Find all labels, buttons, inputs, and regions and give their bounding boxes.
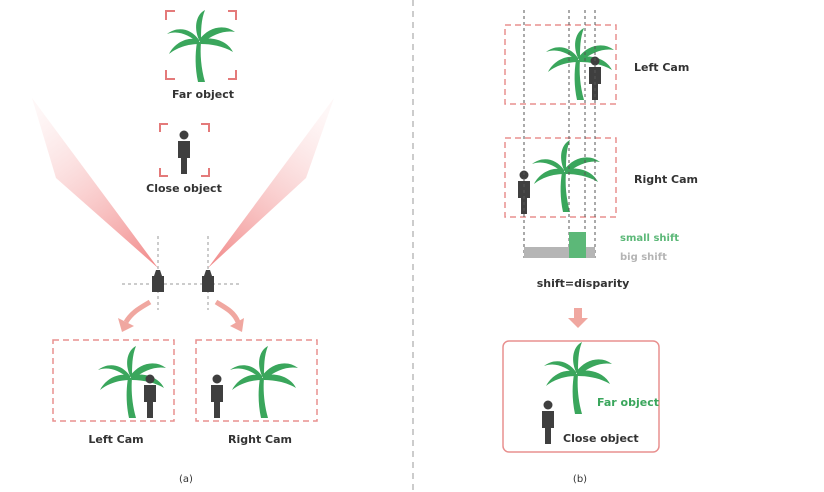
close-object-label-b: Close object (563, 432, 639, 445)
shift-disparity-label: shift=disparity (537, 277, 630, 290)
small-shift-label: small shift (620, 233, 679, 244)
palm-tree-icon (98, 346, 166, 418)
left-cam-image-frame (504, 24, 617, 105)
palm-tree-icon (532, 140, 600, 212)
right-cam-label-b: Right Cam (634, 173, 698, 186)
person-icon (542, 400, 554, 444)
palm-tree-icon (546, 28, 614, 100)
panel-a: Far object Close object Left Cam R (32, 10, 334, 485)
right-cam-view-frame (195, 339, 318, 422)
palm-tree-icon (230, 346, 298, 418)
left-cam-label: Left Cam (88, 433, 143, 446)
arrow-down-icon (568, 308, 588, 328)
depth-result-frame (502, 340, 660, 453)
left-cam-view-frame (52, 339, 175, 422)
left-camera-icon (152, 270, 164, 292)
far-object-label-b: Far object (597, 396, 659, 409)
small-shift-bar (569, 232, 586, 258)
arrow-to-right-view-icon (214, 299, 241, 324)
panel-b: Left Cam Right Cam small shift big shift… (502, 10, 698, 485)
alignment-guides (523, 10, 596, 258)
palm-tree-icon (167, 10, 235, 82)
left-cam-label-b: Left Cam (634, 61, 689, 74)
far-object-bracket (165, 10, 237, 80)
big-shift-label: big shift (620, 252, 667, 263)
right-camera-icon (202, 270, 214, 292)
big-shift-bar (524, 247, 595, 258)
right-camera-beam (208, 98, 334, 268)
close-object-bracket (159, 123, 210, 177)
right-cam-label: Right Cam (228, 433, 292, 446)
panel-b-caption: (b) (573, 474, 587, 485)
close-object-label: Close object (146, 182, 222, 195)
person-icon (211, 374, 223, 418)
person-icon (178, 130, 190, 174)
right-cam-image-frame (504, 137, 617, 218)
left-camera-beam (32, 98, 158, 268)
far-object-label: Far object (172, 88, 234, 101)
arrow-to-left-view-icon (123, 299, 152, 324)
panel-a-caption: (a) (179, 474, 193, 485)
